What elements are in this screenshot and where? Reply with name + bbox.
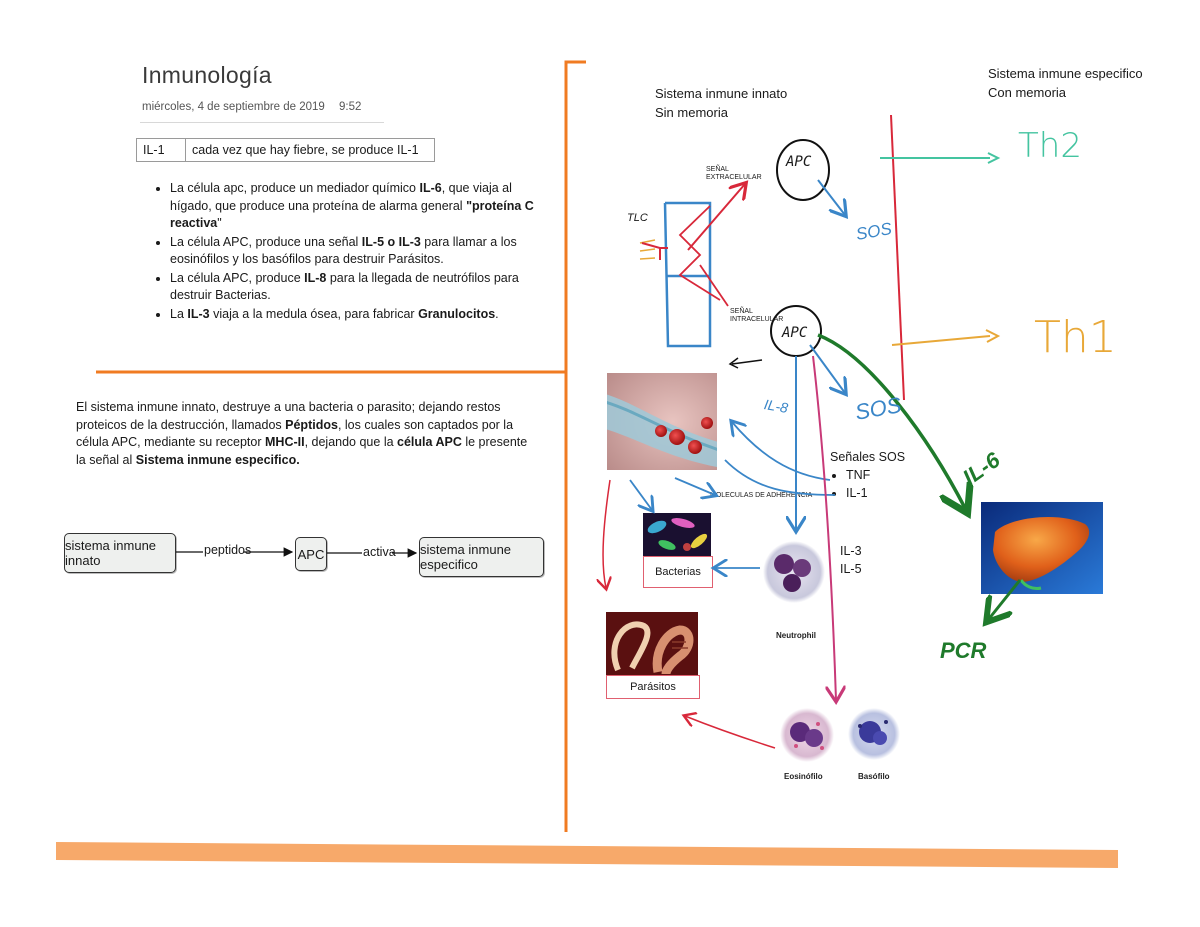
bottom-stripe	[56, 842, 1118, 868]
list-item: La célula APC, produce una señal IL-5 o …	[170, 234, 550, 269]
basophil-image	[846, 706, 902, 762]
flow-connectors	[176, 547, 418, 558]
list-item: IL-1	[846, 484, 905, 502]
th1-label: Th1	[1034, 312, 1117, 363]
bacteria-image	[643, 513, 711, 556]
flow-edge-peptidos: peptidos	[204, 543, 252, 557]
explanation-paragraph: El sistema inmune innato, destruye a una…	[76, 400, 528, 467]
handdrawn-ink	[570, 114, 1022, 749]
table-cell-value: cada vez que hay fiebre, se produce IL-1	[185, 138, 435, 162]
th2-label: Th2	[1018, 126, 1082, 166]
flow-node-specific: sistema inmune especifico	[419, 537, 544, 577]
liver-image	[981, 502, 1103, 594]
flow-node-innate: sistema inmune innato	[64, 533, 176, 573]
table-cell-key: IL-1	[136, 138, 186, 162]
page-title: Inmunología	[142, 62, 272, 88]
table-row: IL-1 cada vez que hay fiebre, se produce…	[136, 138, 435, 162]
list-item: La célula APC, produce IL-8 para la lleg…	[170, 270, 550, 305]
flow-edge-activa: activa	[363, 545, 396, 559]
neutrophil-image	[760, 538, 828, 606]
eosinophil-image	[778, 706, 836, 764]
sos-signals: Señales SOS TNF IL-1	[830, 448, 905, 502]
flow-node-apc: APC	[295, 537, 327, 571]
list-item: La IL-3 viaja a la medula ósea, para fab…	[170, 306, 550, 324]
adherencia-label: MOLECULAS DE ADHERENCIA	[710, 492, 813, 499]
bullet-list: La célula apc, produce un mediador quími…	[150, 180, 550, 324]
title-underline	[140, 122, 384, 123]
page-time: 9:52	[339, 101, 362, 113]
tlc-label: TLC	[627, 212, 648, 224]
list-item: La célula apc, produce un mediador quími…	[170, 180, 550, 233]
parasites-image	[606, 612, 698, 675]
page-date: miércoles, 4 de septiembre de 2019	[142, 101, 325, 113]
list-item: TNF	[846, 466, 905, 484]
pcr-label: PCR	[940, 638, 987, 663]
apc-top-label: APC	[786, 154, 812, 170]
il1-table: IL-1 cada vez que hay fiebre, se produce…	[136, 138, 435, 162]
neutrophil-label: Neutrophil	[776, 631, 816, 640]
bacterias-label: Bacterias	[643, 556, 713, 588]
basophil-label: Basófilo	[858, 772, 890, 781]
eosinophil-label: Eosinófilo	[784, 772, 823, 781]
apc-bottom-label: APC	[782, 325, 808, 341]
blood-vessel-image	[607, 373, 717, 470]
parasitos-label: Parásitos	[606, 675, 700, 699]
